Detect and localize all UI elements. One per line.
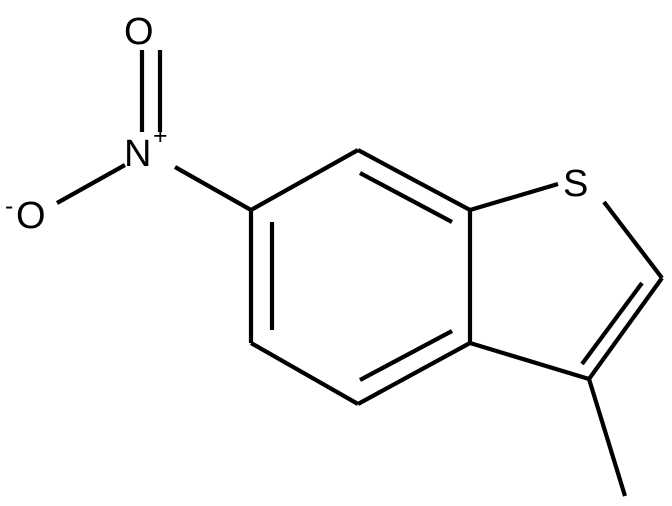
bond-c4-c3a-inner xyxy=(359,329,453,382)
oxygen-double-label: O xyxy=(124,11,154,53)
bond-c2-c3 xyxy=(587,276,664,381)
nitrogen-label: N xyxy=(124,133,151,175)
bond-c2-c3-inner xyxy=(580,281,644,366)
oxygen-charge: - xyxy=(5,192,13,220)
bond-c7-c6 xyxy=(249,148,360,212)
bond-c6-n xyxy=(173,165,253,212)
bond-c7a-s1 xyxy=(469,181,559,213)
methyl-bond xyxy=(586,378,628,497)
sulfur-label: S xyxy=(563,163,588,205)
bond-c5-c4 xyxy=(249,341,360,406)
nitro-group xyxy=(55,50,253,212)
bond-n-o-single xyxy=(55,163,127,205)
thiophene-ring xyxy=(469,181,664,382)
bond-c3-c3a xyxy=(469,340,590,382)
bond-c7a-c7-inner xyxy=(359,171,453,224)
bond-s1-c2 xyxy=(602,200,664,280)
benzene-ring xyxy=(248,148,473,406)
nitrogen-charge: + xyxy=(153,122,168,150)
bond-c7a-c7 xyxy=(357,148,471,212)
oxygen-single-label: O xyxy=(16,195,46,237)
bond-c4-c3a xyxy=(356,341,472,406)
